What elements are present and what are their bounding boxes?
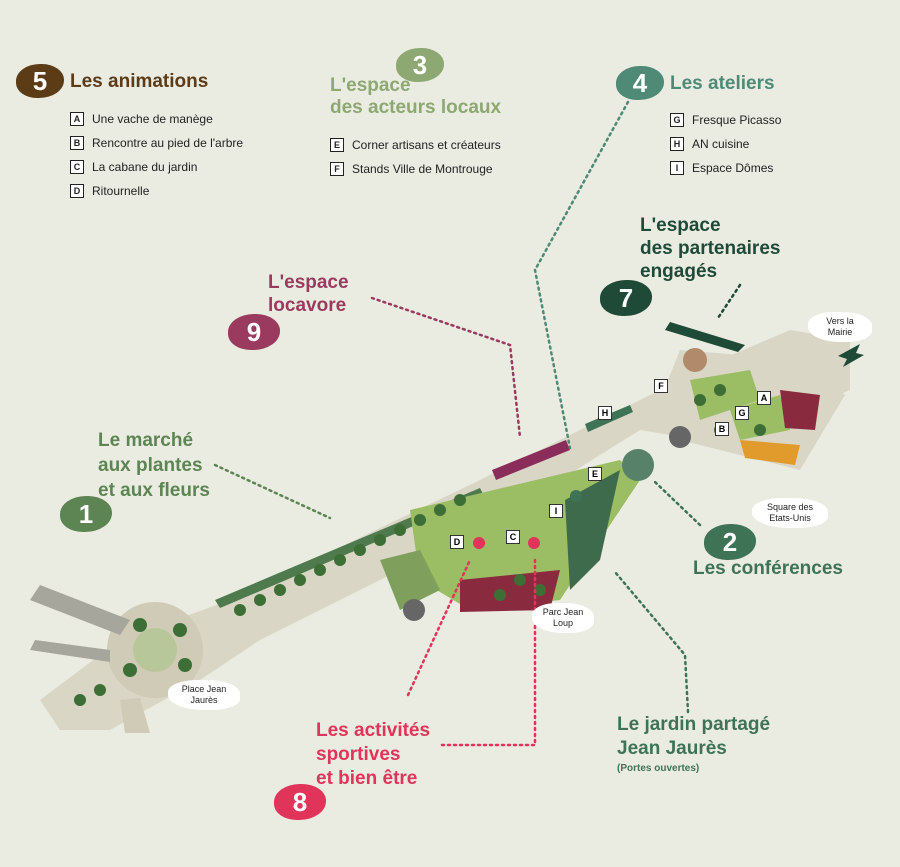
ateliers-title: Les ateliers [670,73,775,94]
leader-jardin [613,570,690,714]
legend-item: H AN cuisine [670,132,781,156]
roundabout-center [133,628,177,672]
partenaires-frame [665,322,745,352]
legend-item: B Rencontre au pied de l'arbre [70,131,243,155]
partenaires-line2: des partenaires [640,238,781,259]
legend-item: D Ritournelle [70,179,243,203]
animations-legend: A Une vache de manège B Rencontre au pied … [70,107,243,203]
conferences-number-badge: 2 [704,524,756,560]
legend-key: E [330,138,344,152]
legend-label: Ritournelle [92,184,150,198]
legend-key: C [70,160,84,174]
legend-label: La cabane du jardin [92,160,198,174]
map-letter-g[interactable]: G [735,406,749,420]
sport-marker-d [473,537,485,549]
map-letter-d[interactable]: D [450,535,464,549]
legend-key: D [70,184,84,198]
legend-label: Stands Ville de Montrouge [352,162,493,176]
toilet-icon-1 [403,599,425,621]
legend-label: Fresque Picasso [692,113,782,127]
acteurs-title-line1: L'espace [330,75,411,96]
partenaires-number-badge: 7 [600,280,652,316]
marker-e [570,490,582,502]
legend-item: I Espace Dômes [670,156,781,180]
map-letter-c[interactable]: C [506,530,520,544]
animations-title: Les animations [70,71,209,92]
conferences-title: Les conférences [693,558,843,579]
partenaires-roundel [683,348,707,372]
square-lawn-1 [690,370,760,420]
acteurs-number-badge: 3 [396,48,444,82]
side-street-left [30,585,130,635]
ateliers-legend: G Fresque Picasso H AN cuisine I Espace Dôm… [670,108,781,180]
legend-item: G Fresque Picasso [670,108,781,132]
callout-parc: Parc Jean Loup [532,603,594,633]
side-street-left-2 [30,640,110,662]
legend-item: E Corner artisans et créateurs [330,133,501,157]
map-letter-b[interactable]: B [715,422,729,436]
legend-key: H [670,137,684,151]
leader-sport-1 [406,558,472,697]
jardin-line2: Jean Jaurès [617,738,727,759]
legend-item: F Stands Ville de Montrouge [330,157,501,181]
acteurs-title-line2: des acteurs locaux [330,97,502,118]
partenaires-line3: engagés [640,261,718,282]
leader-marche [213,463,332,520]
square-red [780,390,820,430]
sport-line3: et bien être [316,768,418,789]
legend-label: Rencontre au pied de l'arbre [92,136,244,150]
conference-area [622,449,654,481]
legend-key: I [670,161,684,175]
callout-mairie: Vers la Mairie [808,312,872,342]
legend-key: F [330,162,344,176]
strip-locavore [492,440,570,480]
legend-key: B [70,136,84,150]
marche-number-badge: 1 [60,496,112,532]
acteurs-legend: E Corner artisans et créateurs F Stands Vi… [330,133,501,181]
map-letter-e[interactable]: E [588,467,602,481]
sport-line2: sportives [316,744,401,765]
callout-place: Place Jean Jaurès [168,680,240,710]
sport-marker-c [528,537,540,549]
marche-line1: Le marché [98,430,194,451]
leader-locavore [370,296,522,439]
leader-partenaires [716,283,742,320]
toilet-icon-2 [669,426,691,448]
callout-square: Square des Etats-Unis [752,498,828,528]
partenaires-line1: L'espace [640,215,721,236]
jardin-note: (Portes ouvertes) [617,763,700,774]
legend-label: AN cuisine [692,137,750,151]
leader-conferences [653,480,702,527]
marche-line2: aux plantes [98,455,203,476]
ateliers-number-badge: 4 [616,66,664,100]
toilet-area [380,550,440,610]
sport-line1: Les activités [316,720,431,741]
marche-line3: et aux fleurs [98,480,210,501]
arrow-mairie [838,344,864,367]
locavore-number-badge: 9 [228,314,280,350]
legend-label: Espace Dômes [692,161,774,175]
leader-ateliers [533,100,630,450]
side-street-south [120,698,150,733]
map-letter-f[interactable]: F [654,379,668,393]
map-letter-a[interactable]: A [757,391,771,405]
animations-number-badge: 5 [16,64,64,98]
map-letter-h[interactable]: H [598,406,612,420]
square-orange [740,440,800,465]
legend-item: A Une vache de manège [70,107,243,131]
legend-key: G [670,113,684,127]
jardin-line1: Le jardin partagé [617,714,771,735]
locavore-line1: L'espace [268,272,349,293]
legend-label: Corner artisans et créateurs [352,138,501,152]
legend-label: Une vache de manège [92,112,213,126]
map-letter-i[interactable]: I [549,504,563,518]
legend-key: A [70,112,84,126]
locavore-line2: locavore [268,295,347,316]
legend-item: C La cabane du jardin [70,155,243,179]
sport-number-badge: 8 [274,784,326,820]
